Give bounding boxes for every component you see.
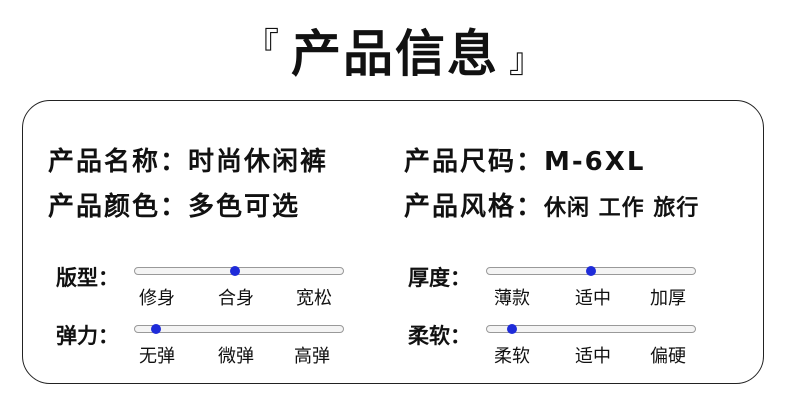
product-style-value: 休闲 工作 旅行: [544, 196, 700, 221]
thickness-option-2: 适中: [575, 288, 611, 309]
product-color-row: 产品颜色：多色可选: [48, 186, 300, 223]
thickness-option-3: 加厚: [650, 288, 686, 309]
thickness-slider-knob[interactable]: [586, 266, 596, 276]
softness-option-3: 偏硬: [650, 346, 686, 367]
softness-option-2: 适中: [575, 346, 611, 367]
elasticity-slider-track[interactable]: [134, 325, 344, 333]
elasticity-option-2: 微弹: [218, 346, 254, 367]
elasticity-slider-label: 弹力：: [56, 324, 119, 348]
product-color-label: 产品颜色：: [48, 192, 189, 222]
fit-option-3: 宽松: [296, 288, 332, 309]
title-text: 产品信息: [291, 25, 499, 83]
elasticity-option-3: 高弹: [294, 346, 330, 367]
title-close-bracket: 』: [509, 41, 545, 81]
softness-option-1: 柔软: [494, 346, 530, 367]
info-card: [22, 100, 764, 384]
product-style-row: 产品风格：休闲 工作 旅行: [404, 186, 699, 223]
product-name-row: 产品名称：时尚休闲裤: [48, 141, 328, 178]
product-size-label: 产品尺码：: [404, 147, 545, 177]
fit-slider-group: 版型： 修身 合身 宽松: [56, 262, 356, 312]
product-size-value: M-6XL: [544, 147, 646, 177]
product-style-label: 产品风格：: [404, 192, 545, 222]
title-open-bracket: 『: [245, 26, 281, 66]
product-color-value: 多色可选: [188, 192, 301, 222]
page-title: 『 产品信息 』: [0, 14, 790, 86]
fit-slider-knob[interactable]: [230, 266, 240, 276]
softness-slider-group: 柔软： 柔软 适中 偏硬: [408, 320, 708, 370]
product-name-value: 时尚休闲裤: [188, 147, 329, 177]
elasticity-slider-group: 弹力： 无弹 微弹 高弹: [56, 320, 356, 370]
fit-slider-label: 版型：: [56, 266, 119, 290]
thickness-slider-label: 厚度：: [408, 266, 471, 290]
fit-option-2: 合身: [218, 288, 254, 309]
product-name-label: 产品名称：: [48, 147, 189, 177]
softness-slider-track[interactable]: [486, 325, 696, 333]
product-size-row: 产品尺码：M-6XL: [404, 141, 645, 178]
softness-slider-knob[interactable]: [507, 324, 517, 334]
thickness-option-1: 薄款: [494, 288, 530, 309]
thickness-slider-group: 厚度： 薄款 适中 加厚: [408, 262, 708, 312]
fit-option-1: 修身: [139, 288, 175, 309]
elasticity-slider-knob[interactable]: [151, 324, 161, 334]
elasticity-option-1: 无弹: [139, 346, 175, 367]
softness-slider-label: 柔软：: [408, 324, 471, 348]
